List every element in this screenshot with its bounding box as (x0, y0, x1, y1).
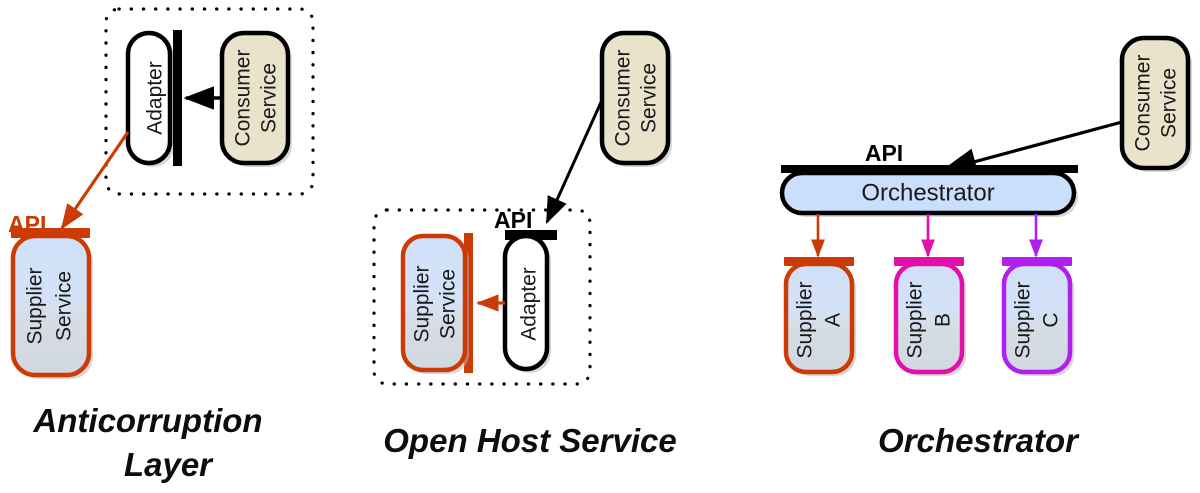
consumer-service-node-orch[interactable]: Consumer Service (1119, 35, 1192, 172)
consumer-service-node[interactable]: Consumer Service (219, 30, 292, 167)
supplier-c-label-line2: C (1040, 312, 1063, 327)
supplier-a-label-line2: A (822, 313, 845, 327)
supplier-b-node[interactable]: Supplier B (893, 257, 966, 376)
consumer-service-box-ohs[interactable] (599, 30, 671, 166)
bounded-context-boundary (104, 7, 315, 196)
supplier-c-box[interactable] (1001, 261, 1073, 375)
api-label-open-host-service: API (494, 207, 532, 233)
panel-anticorruption-layer: Adapter Consumer Service API Supplier Se… (8, 7, 315, 483)
supplier-service-node[interactable]: Supplier Service (10, 228, 93, 379)
orchestrator-box[interactable] (779, 170, 1077, 216)
arrow-adapter-to-supplier-api (60, 131, 130, 230)
consumer-service-label-line2-orch: Service (1158, 68, 1181, 138)
adapter-label: Adapter (144, 61, 167, 135)
caption-anticorruption-layer-line2: Layer (124, 446, 214, 483)
consumer-service-label-line1-ohs: Consumer (612, 50, 635, 147)
consumer-service-label-line1-orch: Consumer (1132, 55, 1155, 152)
supplier-service-box[interactable] (10, 233, 92, 378)
supplier-b-label-line2: B (932, 313, 955, 327)
panel-open-host-service: Consumer Service API Adapter Supplier Se… (372, 30, 677, 459)
supplier-c-label-line1: Supplier (1012, 281, 1035, 358)
supplier-service-label-line1-ohs: Supplier (411, 265, 434, 342)
supplier-service-label-line2-ohs: Service (437, 269, 460, 339)
consumer-service-label-line2: Service (258, 63, 281, 133)
arrow-consumer-to-api-ohs (545, 99, 604, 225)
supplier-a-label-line1: Supplier (794, 281, 817, 358)
supplier-service-node-ohs[interactable]: Supplier Service (400, 233, 469, 374)
consumer-service-node-ohs[interactable]: Consumer Service (599, 30, 672, 167)
supplier-service-box-ohs[interactable] (400, 233, 468, 373)
caption-orchestrator: Orchestrator (878, 422, 1080, 459)
adapter-box[interactable] (125, 30, 173, 166)
supplier-service-label-line1: Supplier (24, 267, 47, 344)
caption-anticorruption-layer-line1: Anticorruption (32, 402, 262, 439)
consumer-service-box-orch[interactable] (1119, 35, 1191, 171)
caption-open-host-service: Open Host Service (383, 422, 676, 459)
consumer-service-label-line1: Consumer (232, 50, 255, 147)
supplier-a-node[interactable]: Supplier A (783, 257, 856, 376)
supplier-b-box[interactable] (893, 261, 965, 375)
orchestrator-label: Orchestrator (861, 179, 994, 206)
consumer-service-label-line2-ohs: Service (638, 63, 661, 133)
adapter-node-ohs[interactable]: Adapter (502, 230, 557, 373)
supplier-b-label-line1: Supplier (904, 281, 927, 358)
adapter-node[interactable]: Adapter (125, 30, 174, 167)
orchestrator-api-bar (781, 165, 1078, 173)
supplier-service-label-line2: Service (53, 271, 76, 341)
orchestrator-node[interactable]: Orchestrator (779, 170, 1078, 217)
adapter-label-ohs: Adapter (518, 267, 541, 341)
api-label-orchestrator: API (865, 140, 903, 166)
supplier-c-node[interactable]: Supplier C (1001, 257, 1074, 376)
arrow-consumer-to-orchestrator-api (941, 120, 1123, 175)
panel-orchestrator: Consumer Service API Orchestrator Suppli… (779, 35, 1192, 459)
supplier-a-box[interactable] (783, 261, 855, 375)
adapter-api-bar (173, 30, 182, 166)
